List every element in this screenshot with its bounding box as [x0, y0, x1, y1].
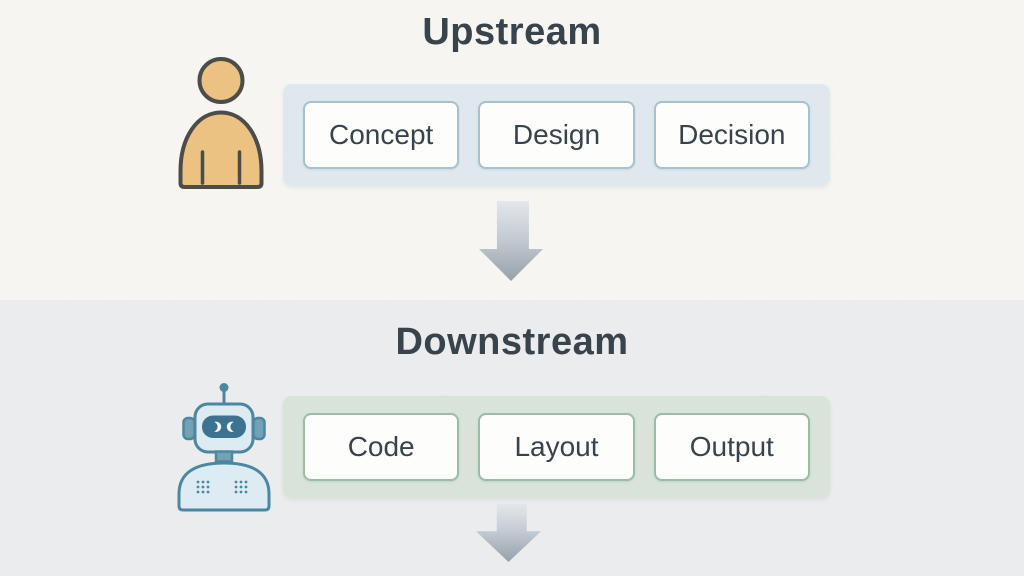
upstream-step-box: Concept [303, 101, 460, 169]
downstream-step-box: Output [653, 413, 810, 481]
robot-icon [177, 383, 271, 512]
person-icon [178, 57, 264, 189]
downstream-panel: Code Layout Output [283, 396, 830, 498]
upstream-step-box: Design [478, 101, 635, 169]
downstream-step-box: Code [303, 413, 460, 481]
downstream-step-box: Layout [478, 413, 635, 481]
downstream-title: Downstream [395, 321, 629, 363]
upstream-step-box: Decision [653, 101, 810, 169]
upstream-panel: Concept Design Decision [283, 84, 830, 186]
upstream-title: Upstream [422, 11, 602, 53]
